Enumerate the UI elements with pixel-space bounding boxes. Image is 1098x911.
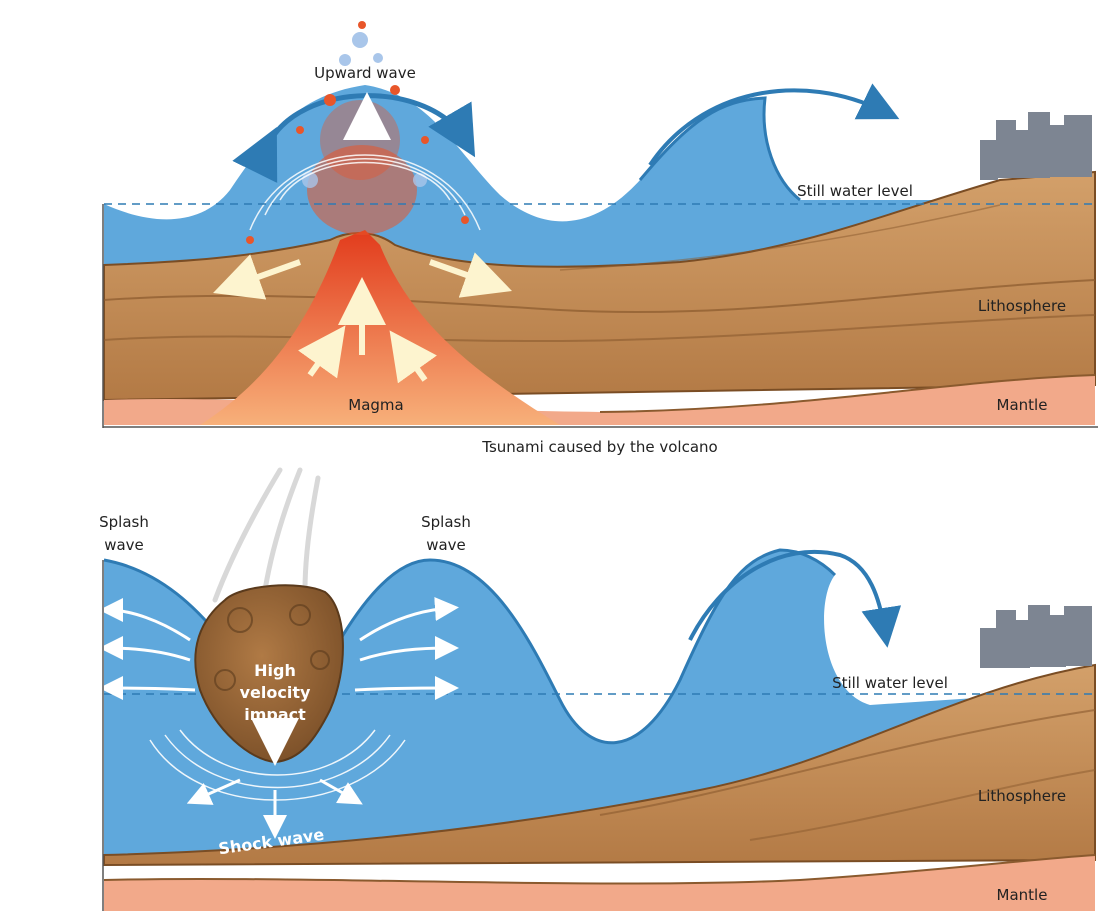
label-magma: Magma bbox=[348, 396, 403, 414]
crust-arrow-left bbox=[213, 254, 302, 300]
label-splash-wave-left-2: wave bbox=[104, 536, 144, 554]
volcano-panel: Upward wave Still water level Lithospher… bbox=[102, 21, 1098, 428]
bottom-mantle bbox=[104, 855, 1095, 911]
crust-arrow-right bbox=[428, 252, 512, 298]
label-splash-wave-left-1: Splash bbox=[99, 513, 149, 531]
label-high-velocity-impact-3: impact bbox=[244, 705, 306, 724]
label-bottom-lithosphere: Lithosphere bbox=[978, 787, 1066, 805]
label-splash-wave-right-1: Splash bbox=[421, 513, 471, 531]
magma-arrow-right bbox=[389, 330, 437, 384]
top-wave-outline bbox=[638, 96, 801, 202]
label-high-velocity-impact-2: velocity bbox=[240, 683, 311, 702]
top-city-icon bbox=[980, 112, 1092, 180]
caption-volcano-tsunami: Tsunami caused by the volcano bbox=[481, 438, 717, 456]
label-high-velocity-impact-1: High bbox=[254, 661, 296, 680]
label-bottom-mantle: Mantle bbox=[997, 886, 1048, 904]
label-mantle: Mantle bbox=[997, 396, 1048, 414]
top-wave-direction-arrow bbox=[648, 83, 900, 167]
bottom-city-icon bbox=[980, 605, 1092, 668]
magma-arrow-left bbox=[298, 325, 346, 379]
label-upward-wave: Upward wave bbox=[314, 64, 416, 82]
label-bottom-still-water-level: Still water level bbox=[832, 674, 948, 692]
asteroid-panel: Splash wave Splash wave High velocity im… bbox=[99, 467, 1098, 911]
label-still-water-level: Still water level bbox=[797, 182, 913, 200]
label-lithosphere: Lithosphere bbox=[978, 297, 1066, 315]
bottom-wave-direction-arrow bbox=[688, 549, 902, 648]
label-splash-wave-right-2: wave bbox=[426, 536, 466, 554]
bottom-lithosphere bbox=[103, 663, 1096, 867]
magma-chamber bbox=[200, 230, 560, 425]
